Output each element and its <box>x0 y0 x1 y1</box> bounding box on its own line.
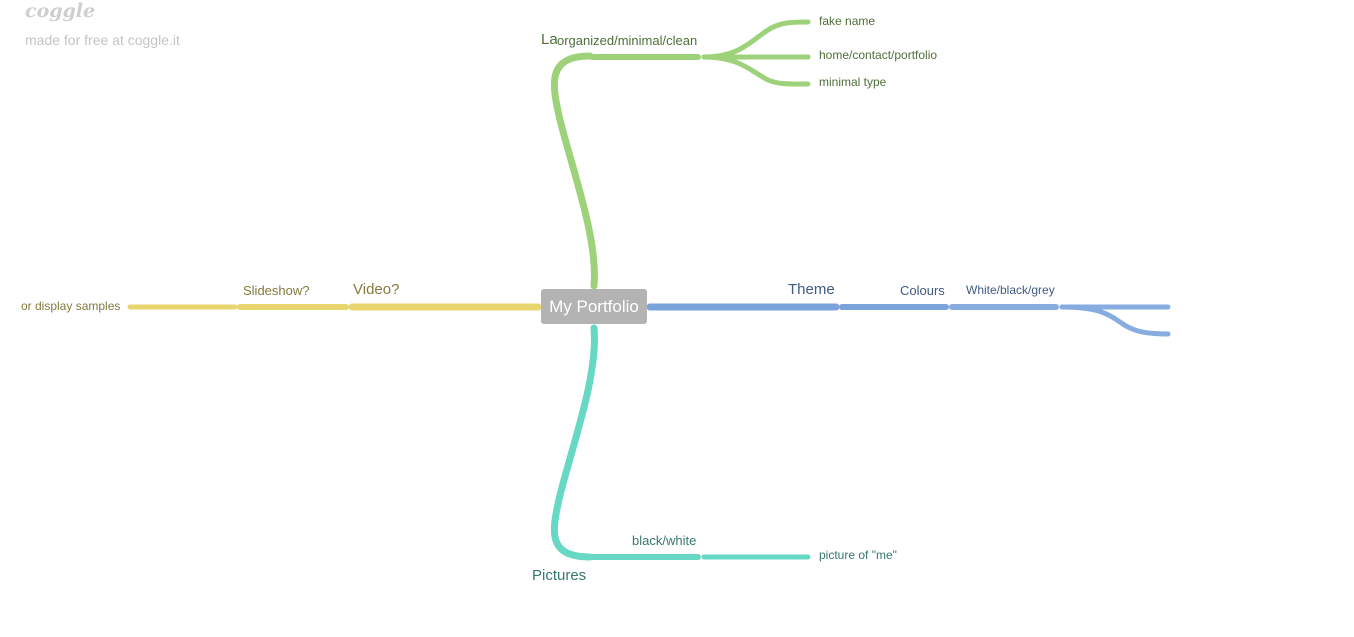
connector-root-pictures <box>550 324 598 561</box>
node-or-display-samples[interactable]: or display samples <box>21 299 121 313</box>
node-theme[interactable]: Theme <box>788 281 835 298</box>
watermark-note: made for free at coggle.it <box>25 32 180 48</box>
node-picture-of-me[interactable]: picture of "me" <box>819 548 897 562</box>
connector-organized-fake-name <box>701 19 811 60</box>
coggle-logo: coggle <box>25 0 96 22</box>
root-node-my-portfolio[interactable]: My Portfolio <box>541 289 647 324</box>
node-minimal-type[interactable]: minimal type <box>819 75 887 89</box>
node-video[interactable]: Video? <box>353 281 400 298</box>
node-colours[interactable]: Colours <box>900 283 945 298</box>
connector-organized-minimal-type <box>701 54 811 87</box>
node-black-white[interactable]: black/white <box>632 533 697 548</box>
node-pictures[interactable]: Pictures <box>532 567 587 584</box>
connector-root-layout <box>550 52 598 290</box>
node-fake-name[interactable]: fake name <box>819 14 876 28</box>
branch-pictures <box>550 324 811 561</box>
branch-layout <box>550 19 811 290</box>
node-organized-minimal-clean[interactable]: organized/minimal/clean <box>557 33 698 48</box>
node-white-black-grey[interactable]: White/black/grey <box>966 283 1055 297</box>
node-home-contact-portfolio[interactable]: home/contact/portfolio <box>819 48 938 62</box>
node-slideshow[interactable]: Slideshow? <box>243 283 310 298</box>
connector-wbg-child-2 <box>1059 304 1171 337</box>
branch-theme <box>646 303 1171 337</box>
